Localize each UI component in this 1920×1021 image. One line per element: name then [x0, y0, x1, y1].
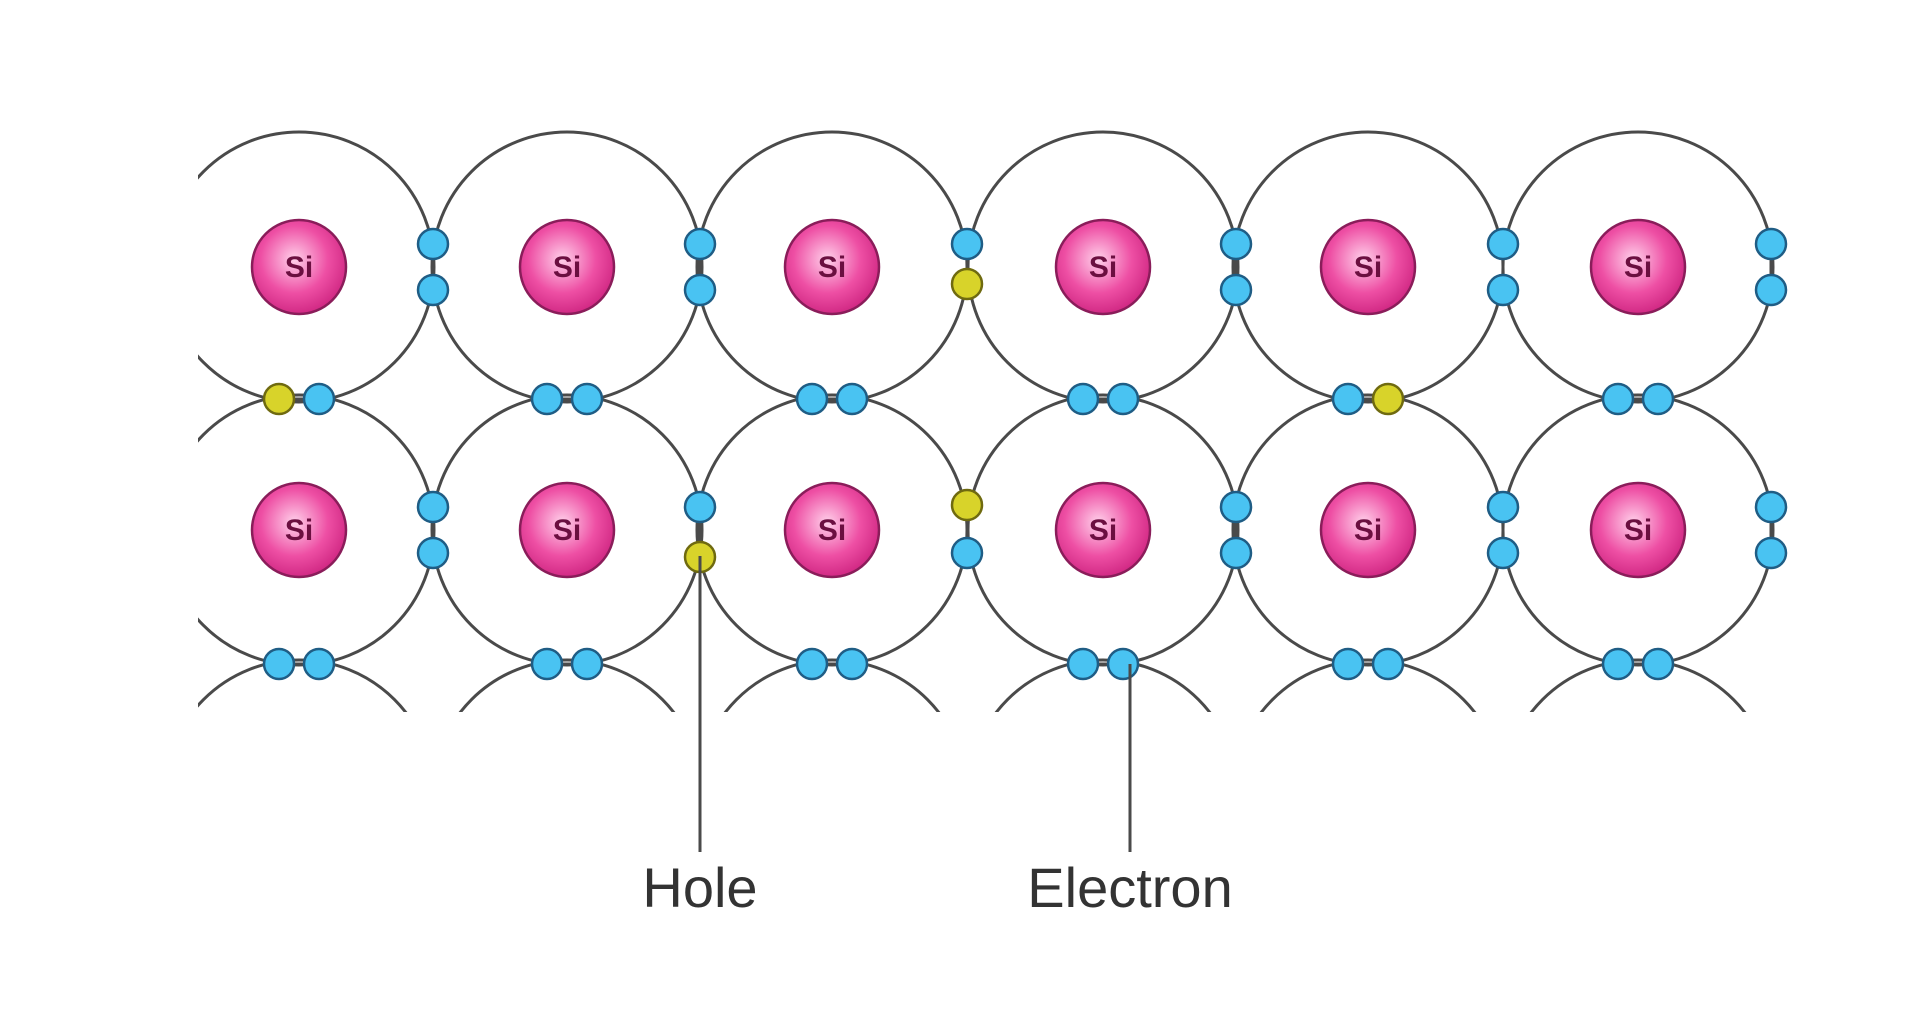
- atom-symbol: Si: [1089, 514, 1117, 547]
- orbit-ring: [994, 658, 1212, 712]
- electron-particle: [1754, 536, 1788, 570]
- silicon-nucleus: [1319, 218, 1417, 316]
- atom-symbol: Si: [553, 514, 581, 547]
- silicon-atom: Si: [250, 481, 348, 579]
- silicon-nucleus: [1054, 218, 1152, 316]
- electron-particle: [795, 382, 829, 416]
- electron-particle: [570, 647, 604, 681]
- hole-particle: [1371, 382, 1405, 416]
- atom-symbol: Si: [818, 251, 846, 284]
- bond-lines: [279, 244, 1773, 666]
- callouts: Hole Electron: [642, 556, 1233, 919]
- atom-symbol: Si: [1089, 251, 1117, 284]
- electron-particle: [416, 273, 450, 307]
- silicon-atom: Si: [1319, 481, 1417, 579]
- orbit-ring: [458, 658, 676, 712]
- electron-particle: [1486, 273, 1520, 307]
- electron-particle: [1641, 647, 1675, 681]
- silicon-atom: Si: [1589, 218, 1687, 316]
- electron-particle: [950, 536, 984, 570]
- hole-particle: [262, 382, 296, 416]
- electron-particle: [262, 647, 296, 681]
- electron-particle: [835, 382, 869, 416]
- electron-particle: [835, 647, 869, 681]
- electron-particle: [1219, 536, 1253, 570]
- electron-particle: [416, 536, 450, 570]
- electron-particle: [1641, 382, 1675, 416]
- hole-particle: [950, 267, 984, 301]
- electron-particle: [683, 227, 717, 261]
- silicon-atom: Si: [783, 218, 881, 316]
- atom-symbol: Si: [1354, 514, 1382, 547]
- electron-particle: [1106, 647, 1140, 681]
- silicon-atom: Si: [518, 218, 616, 316]
- electron-particle: [1066, 382, 1100, 416]
- orbit-ring: [1259, 658, 1477, 712]
- electron-particle: [683, 273, 717, 307]
- silicon-nucleus: [518, 218, 616, 316]
- electron-particle: [1106, 382, 1140, 416]
- electron-particle: [1754, 273, 1788, 307]
- electron-particle: [302, 382, 336, 416]
- electron-particle: [683, 490, 717, 524]
- silicon-atom: Si: [518, 481, 616, 579]
- silicon-atom: Si: [1319, 218, 1417, 316]
- silicon-nucleus: [250, 481, 348, 579]
- electron-particle: [950, 227, 984, 261]
- electron-particle: [1754, 490, 1788, 524]
- electron-particle: [795, 647, 829, 681]
- electron-particle: [1219, 273, 1253, 307]
- silicon-atom: Si: [783, 481, 881, 579]
- atom-symbol: Si: [818, 514, 846, 547]
- silicon-atom: Si: [1054, 481, 1152, 579]
- electron-particle: [1219, 490, 1253, 524]
- silicon-atom: Si: [1589, 481, 1687, 579]
- electron-particle: [1331, 382, 1365, 416]
- electron-particle: [416, 490, 450, 524]
- hole-particle: [950, 488, 984, 522]
- electron-particle: [1219, 227, 1253, 261]
- electron-particle: [1486, 227, 1520, 261]
- electron-particle: [530, 647, 564, 681]
- silicon-nucleus: [783, 481, 881, 579]
- silicon-nucleus: [518, 481, 616, 579]
- atom-symbol: Si: [553, 251, 581, 284]
- silicon-atom: Si: [250, 218, 348, 316]
- electron-particle: [1486, 490, 1520, 524]
- atom-symbol: Si: [1354, 251, 1382, 284]
- electron-particle: [1601, 647, 1635, 681]
- silicon-atom: Si: [1054, 218, 1152, 316]
- silicon-nucleus: [1589, 481, 1687, 579]
- atom-symbol: Si: [1624, 251, 1652, 284]
- electron-pairs: [262, 227, 1788, 681]
- electron-particle: [302, 647, 336, 681]
- silicon-nucleus: [250, 218, 348, 316]
- silicon-nucleus: [1589, 218, 1687, 316]
- electron-label: Electron: [1027, 856, 1232, 919]
- atom-symbol: Si: [285, 251, 313, 284]
- electron-particle: [530, 382, 564, 416]
- orbit-ring: [1529, 658, 1747, 712]
- electron-particle: [1371, 647, 1405, 681]
- atom-symbol: Si: [285, 514, 313, 547]
- electron-particle: [1331, 647, 1365, 681]
- electron-particle: [1601, 382, 1635, 416]
- silicon-nucleus: [783, 218, 881, 316]
- electron-particle: [1066, 647, 1100, 681]
- electron-particle: [1754, 227, 1788, 261]
- orbit-ring: [723, 658, 941, 712]
- electron-particle: [1486, 536, 1520, 570]
- electron-particle: [416, 227, 450, 261]
- electron-particle: [570, 382, 604, 416]
- hole-label: Hole: [642, 856, 757, 919]
- atom-symbol: Si: [1624, 514, 1652, 547]
- silicon-nucleus: [1054, 481, 1152, 579]
- silicon-nucleus: [1319, 481, 1417, 579]
- orbit-ring: [198, 658, 408, 712]
